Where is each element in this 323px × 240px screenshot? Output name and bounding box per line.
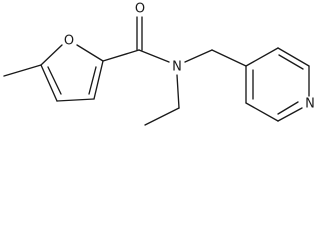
bond-c3-c4 <box>56 98 95 102</box>
pyridine-nitrogen-label: N <box>305 97 315 112</box>
bond-py-c4-c3 <box>245 47 279 67</box>
atom-labels: O O N N <box>64 2 315 112</box>
bond-nitrogen-ethyl-ch2 <box>176 74 180 109</box>
bond-c4-c5 <box>40 64 58 102</box>
bond-py-c3-c2 <box>277 47 310 67</box>
bond-o1-c2 <box>76 44 104 62</box>
bond-c2-c3-inner <box>88 66 97 95</box>
bond-py-c3-c2-inner <box>278 54 304 70</box>
bond-py-n1-c6-inner <box>277 101 299 115</box>
bonds <box>3 16 310 126</box>
bond-c2-c3 <box>93 60 104 100</box>
bond-methyl-c5 <box>3 64 42 77</box>
bond-c5-o1 <box>40 44 63 66</box>
carbonyl-oxygen-label: O <box>135 2 145 17</box>
bond-nitrogen-benzyl-ch2 <box>184 49 213 63</box>
furan-oxygen-label: O <box>64 34 74 49</box>
bond-py-c6-c5 <box>245 102 279 122</box>
amide-nitrogen-label: N <box>172 60 182 75</box>
bond-c2-carbonyl <box>102 49 140 62</box>
molecule-structure-diagram: O O N N <box>3 2 315 126</box>
bond-benzyl-ch2-pyridine <box>211 49 247 67</box>
bond-c4-c5-inner <box>47 66 62 95</box>
bond-ethyl-ch2-ch3 <box>144 107 180 126</box>
bond-py-n1-c6 <box>277 107 303 122</box>
bond-carbonyl-nitrogen <box>138 49 170 63</box>
